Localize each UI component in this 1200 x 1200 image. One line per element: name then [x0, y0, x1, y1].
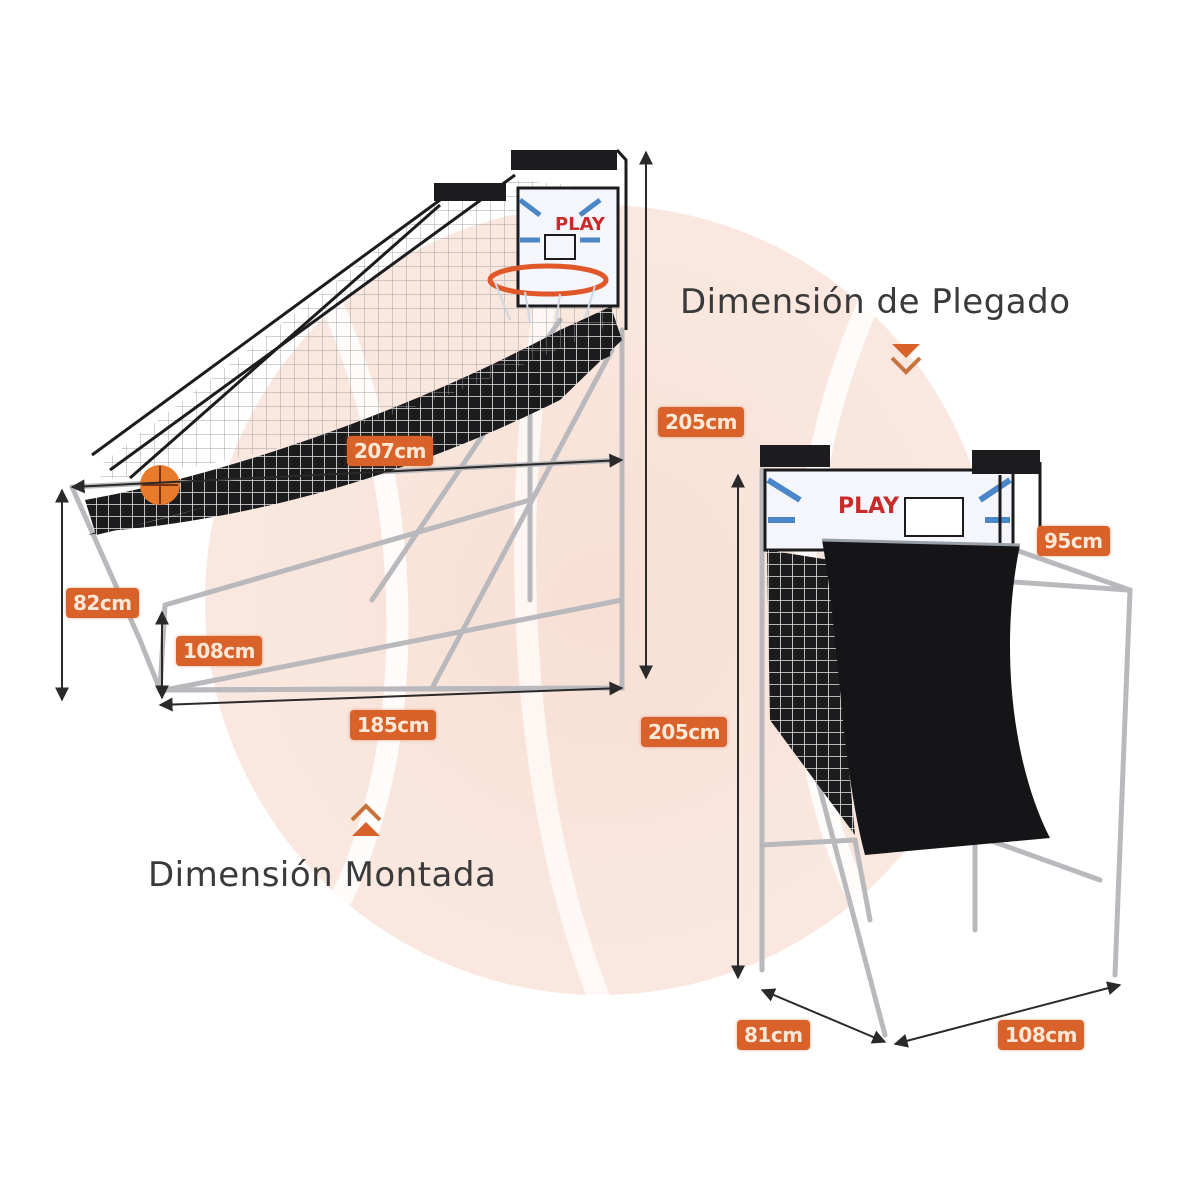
double-chevron-up-icon	[350, 803, 382, 836]
folded-dimension-lines	[731, 473, 1122, 1048]
play-logo: PLAY	[838, 494, 900, 519]
folded-depth-label: 81cm	[737, 1020, 810, 1050]
folded-top-depth-label: 95cm	[1037, 526, 1110, 556]
folded-height-label: 205cm	[641, 717, 727, 747]
assembled-dimension-lines	[55, 150, 653, 712]
assembled-base-length-label: 185cm	[350, 710, 436, 740]
svg-text:PLAY: PLAY	[555, 214, 606, 235]
assembled-front-height-label: 82cm	[66, 588, 139, 618]
double-chevron-down-icon	[890, 344, 922, 375]
folded-width-label: 108cm	[998, 1020, 1084, 1050]
folded-arcade-illustration: PLAY	[759, 445, 1133, 1038]
folded-dimension-heading: Dimensión de Plegado	[680, 282, 1071, 322]
assembled-width-label: 108cm	[176, 636, 262, 666]
assembled-height-label: 205cm	[658, 407, 744, 437]
assembled-dimension-heading: Dimensión Montada	[148, 855, 497, 895]
assembled-length-label: 207cm	[347, 436, 433, 466]
